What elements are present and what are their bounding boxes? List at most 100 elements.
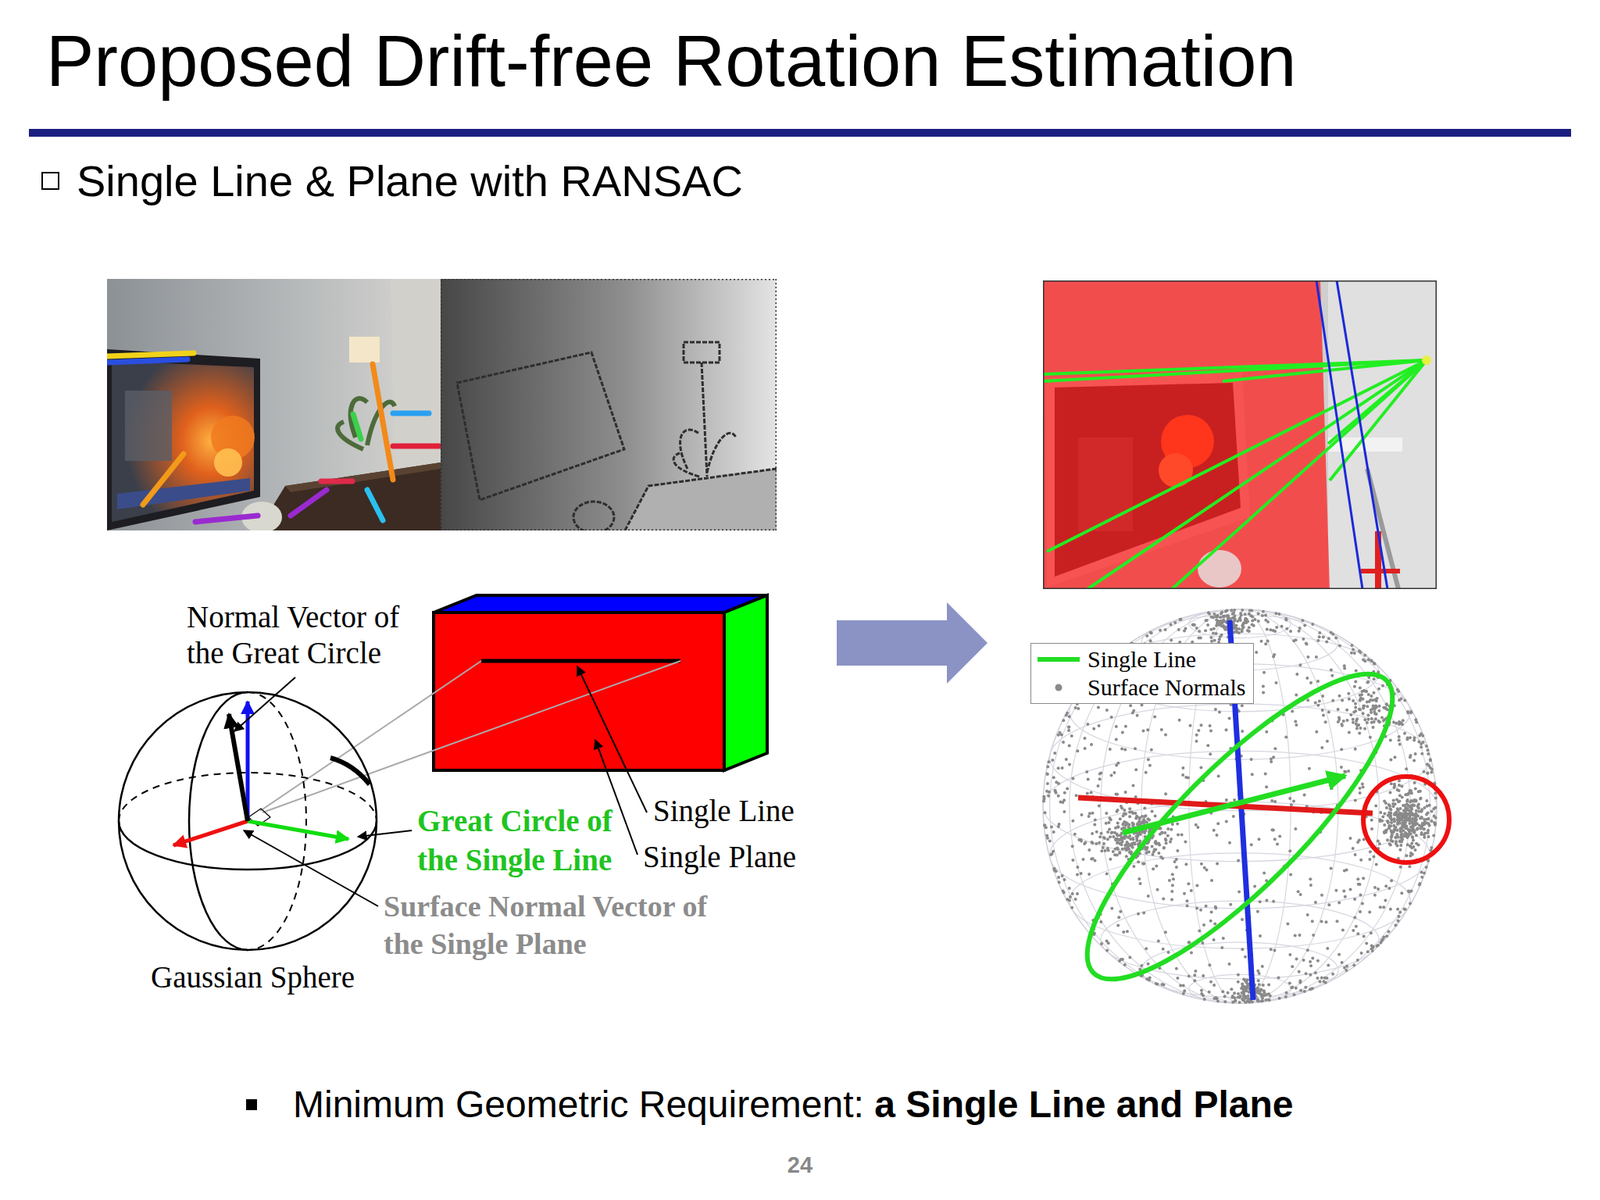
annotation: Single Line [653,792,795,829]
normal-dot [1363,727,1367,731]
normal-dot [1397,738,1401,742]
normal-dot [1211,631,1215,635]
normal-dot [1314,730,1318,734]
normal-dot [1409,710,1413,714]
normal-dot [1110,831,1114,835]
normal-dot [1260,964,1265,968]
plane-box [433,595,768,771]
normal-dot [1129,850,1133,854]
normal-dot [1404,824,1408,828]
normal-dot [1217,710,1222,714]
normal-dot [1228,962,1232,966]
normal-dot [1389,758,1393,762]
normal-dot [1168,839,1172,843]
normal-dot [1414,721,1418,725]
normal-dot [1385,934,1389,938]
legend-row: Single Line [1035,645,1246,674]
normal-dot [1293,934,1297,938]
normal-dot [1125,929,1129,933]
normal-dot [1115,846,1119,850]
normal-dot [1262,671,1266,675]
normal-dot [1057,880,1061,884]
normal-dot [1150,810,1154,814]
normal-dot [1160,831,1165,835]
normal-dot [1271,828,1275,832]
normal-dot [1422,817,1426,822]
normal-dot [1413,781,1417,785]
normal-dot [1178,617,1183,622]
normal-dot [1209,635,1213,640]
normal-dot [1150,845,1154,849]
normal-dot [1298,981,1302,985]
normal-dot [1139,964,1143,968]
normal-dot [1381,684,1385,688]
normal-dot [1394,923,1398,927]
normal-dot [1239,994,1243,998]
normal-dot [1426,811,1430,815]
normal-dot [1067,899,1072,903]
normal-dot [1253,885,1257,889]
title-rule [28,128,1572,137]
normal-dot [1353,798,1358,802]
normal-dot [1214,617,1218,622]
legend-row: Surface Normals [1035,673,1246,702]
normal-dot [1131,824,1135,828]
normal-dot [1361,704,1365,708]
normal-dot [1067,714,1072,718]
normal-dot [1308,960,1312,964]
normal-dot [1419,796,1423,800]
normal-dot [1311,933,1315,937]
bullet-text-bold: a Single Line and Plane [874,1083,1293,1125]
normal-dot [1108,857,1112,861]
normal-dot [1400,891,1404,895]
normal-dot [1334,889,1338,893]
normal-dot [1330,674,1334,678]
normal-dot [1331,699,1335,703]
normal-dot [1077,838,1081,842]
normal-dot [1207,990,1211,994]
normal-dot [1113,853,1117,857]
normal-dot [1403,732,1407,736]
normal-dot [1166,827,1170,831]
normal-dot [1429,846,1433,850]
normal-dot [1414,848,1418,852]
normal-dot [1079,871,1083,875]
normal-dot [1142,911,1146,915]
normal-dot [1430,819,1434,823]
normal-dot [1171,822,1175,826]
normal-dot [1398,742,1402,747]
normal-dot [1092,822,1097,826]
normal-dot [1119,842,1123,846]
normal-dot [1089,791,1093,795]
normal-dot [1178,718,1182,722]
normal-dot [1158,628,1162,633]
normal-dot [1240,947,1244,951]
normal-dot [1164,628,1168,632]
normal-dot [1395,832,1399,836]
normal-dot [1117,915,1121,919]
normal-dot [1266,639,1270,643]
normal-dot [1289,803,1293,807]
leader-lines [234,666,647,907]
normal-dot [1087,814,1091,818]
normal-dot [1247,625,1251,629]
normal-dot [1080,813,1084,817]
normal-dot [1071,819,1075,823]
normal-dot [1216,821,1220,825]
normal-dot [1403,814,1407,818]
normal-dot [1200,862,1204,866]
normal-dot [1382,905,1386,909]
normal-dot [1351,647,1355,651]
normal-dot [1067,886,1072,890]
normal-dot [1342,719,1346,723]
normal-dot [1310,622,1315,626]
normal-dot [1230,996,1234,1000]
normal-dot [1142,728,1146,733]
normal-dot [1350,651,1354,655]
normal-dot [1422,806,1426,810]
normal-dot [1396,822,1400,826]
normal-dot [1232,611,1236,615]
normal-dot [1071,776,1075,780]
normal-dot [1052,867,1056,872]
normal-dot [1097,724,1101,728]
